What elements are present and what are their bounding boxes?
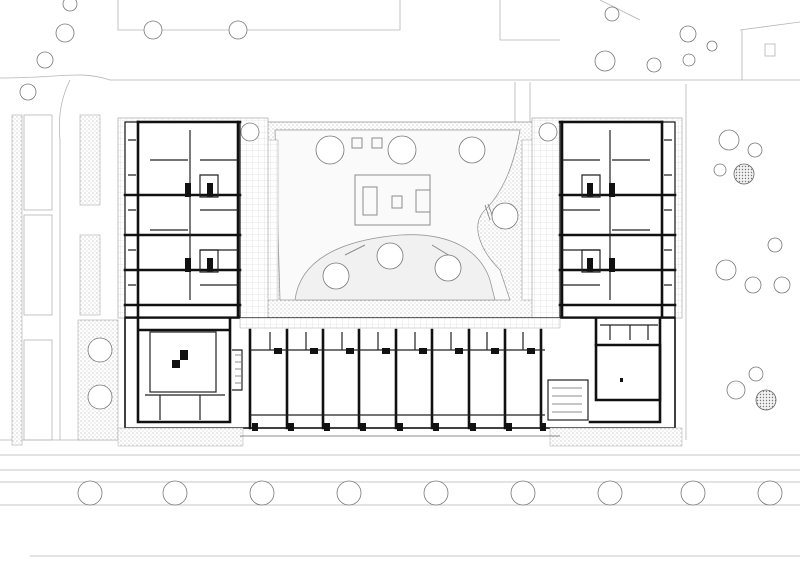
east-wing [531,117,683,319]
north-trees [19,0,718,101]
street-trees [77,337,783,506]
courtyard [239,121,561,321]
east-trees [713,129,791,411]
west-wing [117,117,269,319]
south-bar [117,316,683,447]
